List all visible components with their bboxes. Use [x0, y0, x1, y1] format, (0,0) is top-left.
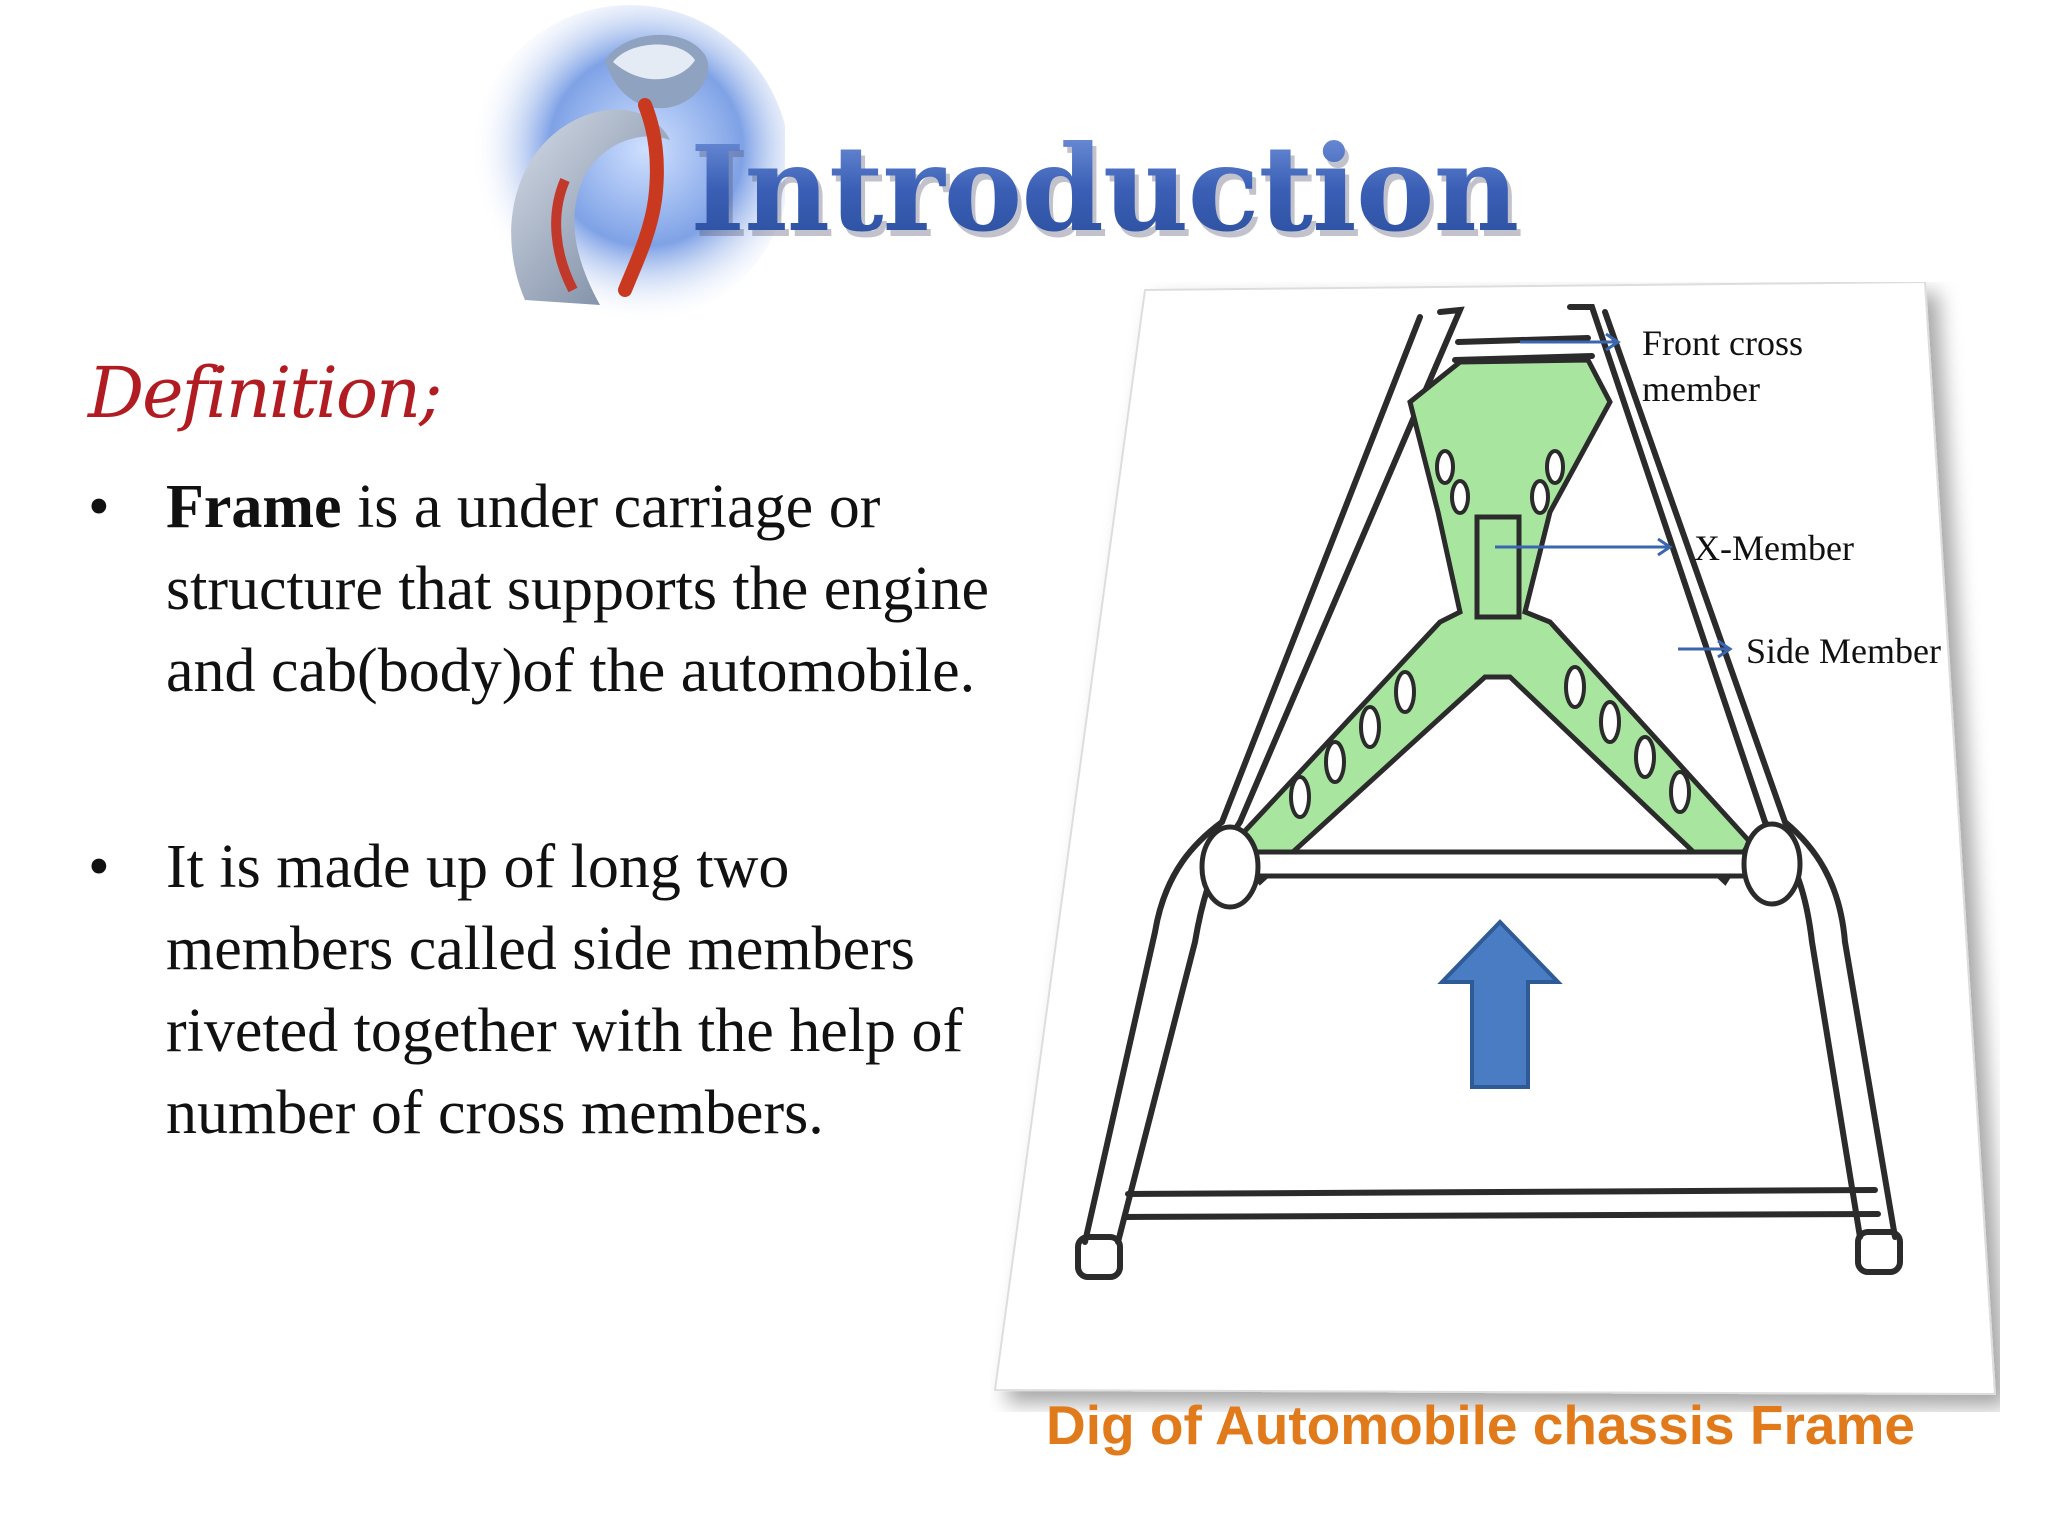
bullet-symbol: •: [88, 473, 110, 541]
front-cross-member-label: Front cross member: [1642, 320, 1803, 412]
callout-arrows: [1495, 332, 1733, 659]
side-member-label: Side Member: [1746, 631, 1941, 671]
bullet-item: • It is made up of long two members call…: [88, 826, 1028, 1154]
bullet-bold-term: Frame: [166, 473, 342, 541]
page-title: Introduction: [690, 119, 1519, 258]
chassis-frame-figure: [993, 282, 1997, 1396]
definition-heading: Definition;: [88, 352, 443, 434]
x-member-label: X-Member: [1694, 528, 1854, 568]
decorative-logo-icon: [470, 5, 785, 325]
bullet-list: • Frame is a under carriage or structure…: [88, 466, 1028, 1154]
bullet-symbol: •: [88, 833, 110, 901]
bullet-item: • Frame is a under carriage or structure…: [88, 466, 1028, 712]
cross-tube: [1199, 821, 1803, 910]
x-member-shape: [1226, 357, 1754, 886]
page-title-shadow: Introduction: [694, 136, 1523, 254]
chassis-frame-drawing: [1075, 304, 1903, 1280]
front-cross-label-line2: member: [1642, 369, 1760, 409]
bullet-text: is a under carriage or structure that su…: [166, 473, 990, 705]
figure-paper: [993, 282, 1997, 1396]
up-arrow-icon: [1437, 919, 1563, 1089]
front-cross-label-line1: Front cross: [1642, 323, 1803, 363]
figure-caption: Dig of Automobile chassis Frame: [1046, 1394, 1915, 1456]
bullet-text: It is made up of long two members called…: [166, 833, 964, 1147]
